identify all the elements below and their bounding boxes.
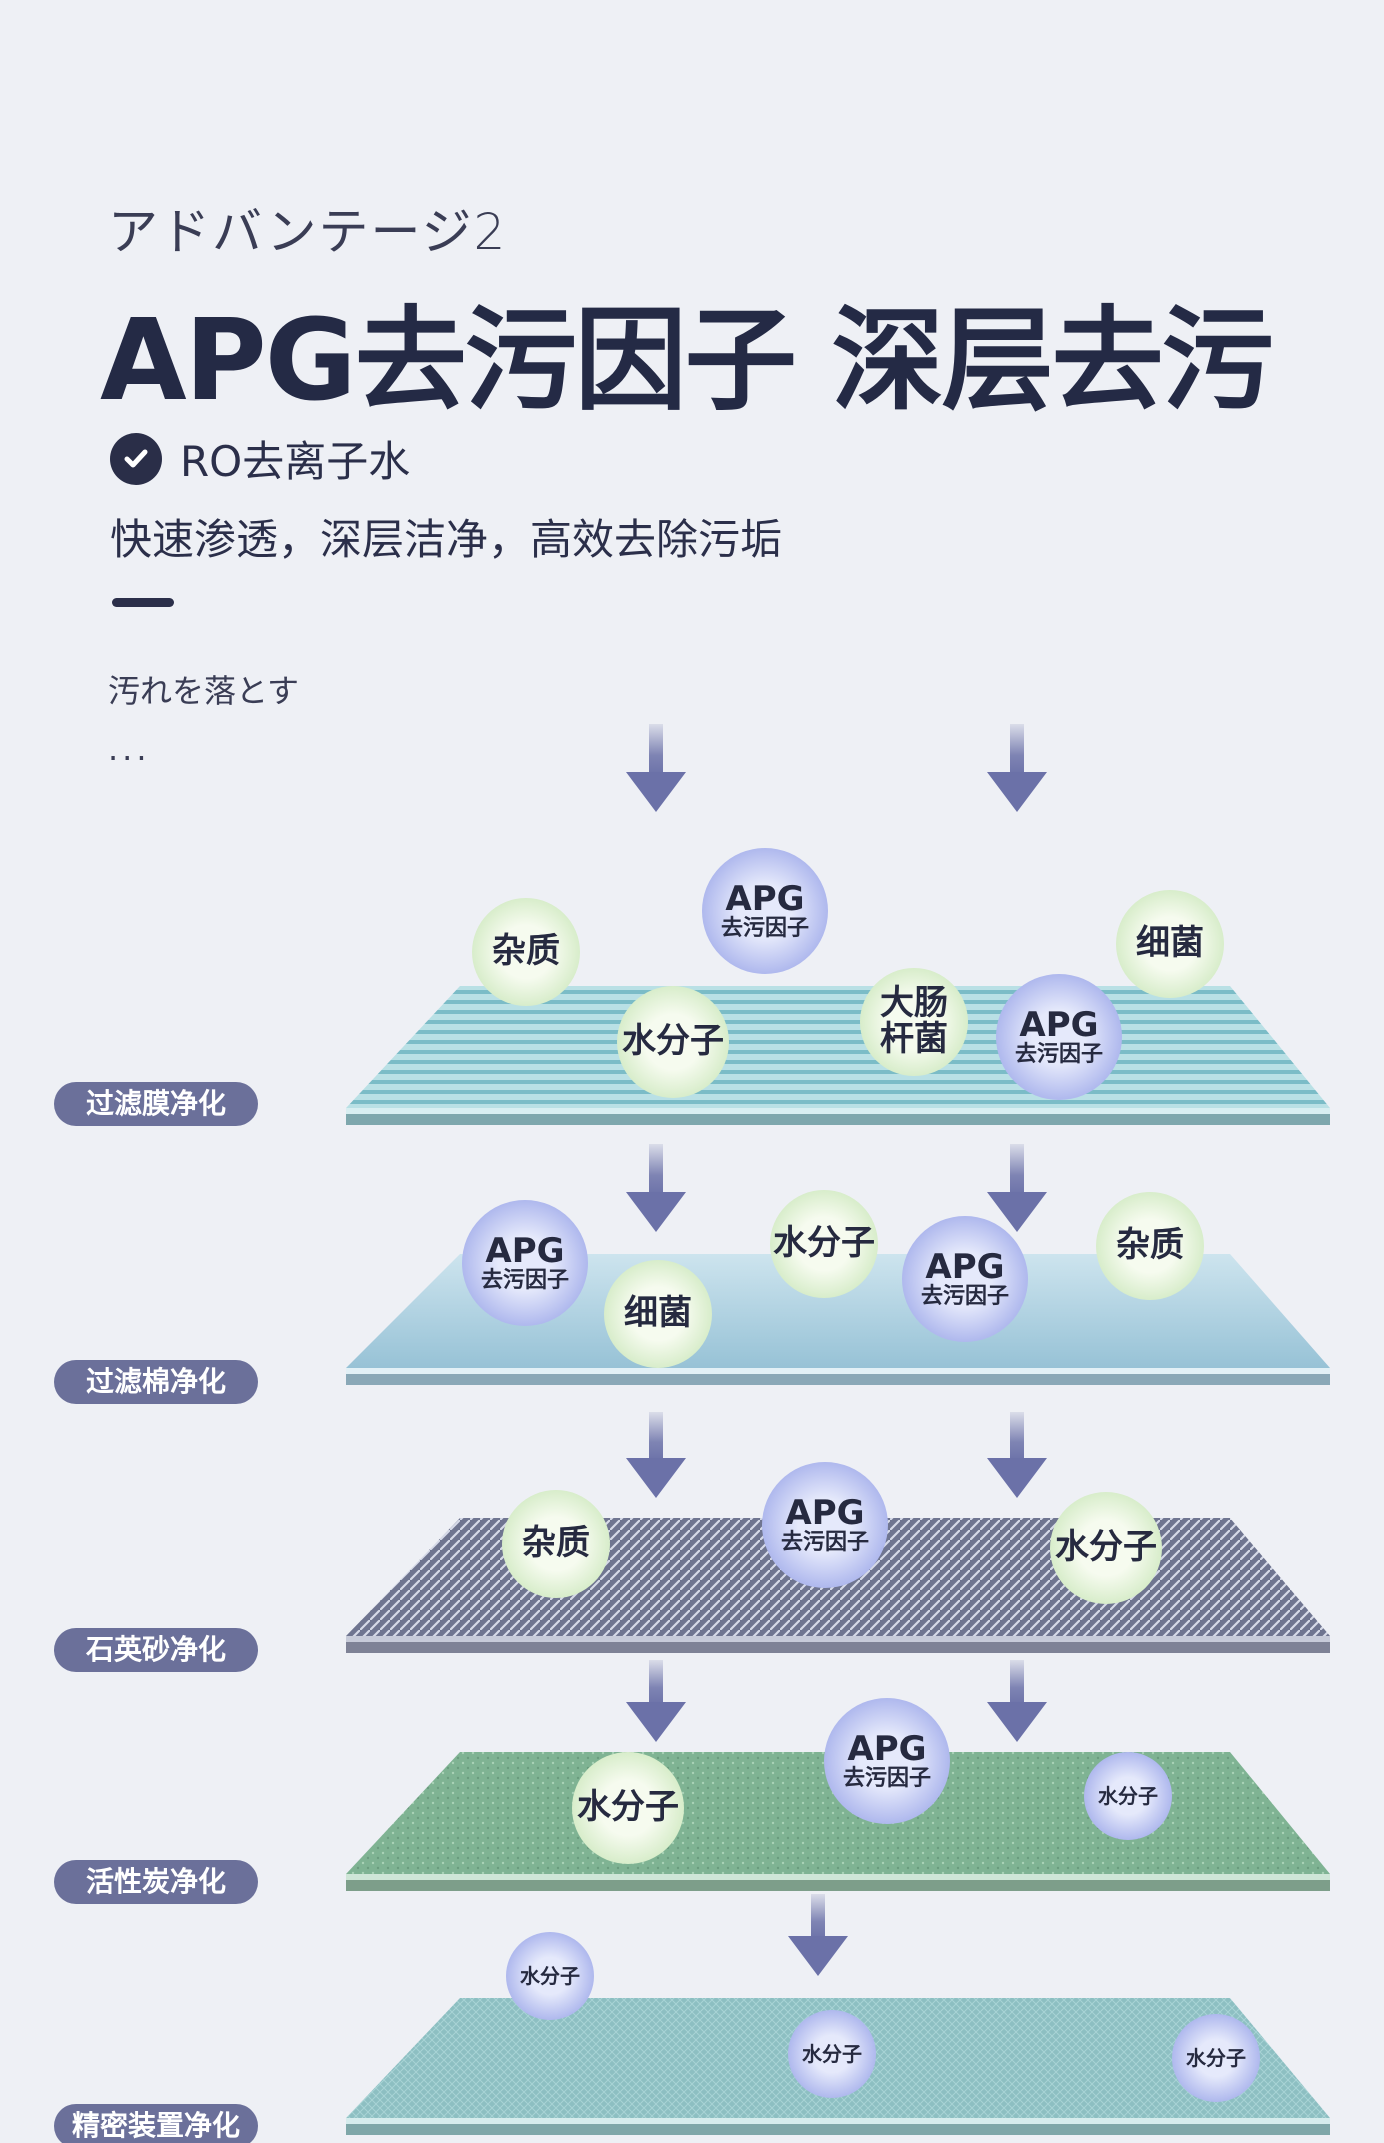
particle-label: APG: [925, 1246, 1005, 1287]
layer-cotton: [346, 1254, 1330, 1385]
feature-label: RO去离子水: [180, 437, 411, 486]
down-arrow-icon: [987, 724, 1047, 812]
bacteria-particle: 细菌: [604, 1260, 712, 1368]
impurity-particle: 杂质: [1096, 1192, 1204, 1300]
particle-label: APG: [1019, 1004, 1099, 1045]
check-circle-icon: [110, 432, 162, 485]
particle-label: 杂质: [1116, 1225, 1184, 1266]
water-molecule-particle: 水分子: [1084, 1752, 1172, 1840]
water-molecule-particle: 水分子: [506, 1932, 594, 2020]
particle-label: 水分子: [773, 1223, 875, 1264]
bacteria-particle: 细菌: [1116, 890, 1224, 998]
particle-label: 水分子: [520, 1963, 580, 1988]
particle-sublabel: 去污因子: [480, 1268, 569, 1294]
impurity-particle: 杂质: [472, 898, 580, 1006]
particle-label: 杆菌: [880, 1019, 948, 1059]
particle-label: 水分子: [1055, 1527, 1157, 1568]
down-arrow-icon: [626, 1660, 686, 1742]
ecoli-particle: 大肠杆菌: [860, 968, 968, 1076]
down-arrow-icon: [626, 1144, 686, 1232]
particle-label: APG: [485, 1230, 565, 1271]
particle-label: 水分子: [1186, 2045, 1246, 2070]
particle-label: 细菌: [1136, 923, 1204, 964]
section-eyebrow: アドバンテージ2: [108, 203, 508, 261]
down-arrow-icon: [987, 1660, 1047, 1742]
particle-label: 杂质: [522, 1523, 590, 1564]
down-arrow-icon: [788, 1894, 848, 1976]
particle-sublabel: 去污因子: [1014, 1042, 1103, 1068]
down-arrow-icon: [987, 1144, 1047, 1232]
particle-label: 大肠: [880, 983, 948, 1024]
particle-label: APG: [785, 1492, 865, 1533]
stage-label-quartz-sand: 石英砂净化: [54, 1628, 258, 1672]
particle-label: 水分子: [622, 1021, 724, 1062]
stage-label-membrane: 过滤膜净化: [54, 1082, 258, 1126]
particle-sublabel: 去污因子: [720, 916, 809, 942]
water-molecule-particle: 水分子: [572, 1752, 684, 1864]
flow-arrows: [626, 724, 1047, 1976]
down-arrow-icon: [987, 1412, 1047, 1498]
water-molecule-particle: 水分子: [1172, 2014, 1260, 2102]
divider: [112, 598, 174, 607]
water-molecule-particle: 水分子: [770, 1190, 878, 1298]
feature-description: 快速渗透，深层洁净，高效去除污垢: [110, 515, 783, 564]
particle-sublabel: 去污因子: [780, 1530, 869, 1556]
particle-label: 细菌: [624, 1293, 692, 1334]
down-arrow-icon: [626, 724, 686, 812]
impurity-particle: 杂质: [502, 1490, 610, 1598]
particle-label: 水分子: [577, 1787, 679, 1828]
page-title: APG去污因子 深层去污: [100, 296, 1274, 426]
stage-label-activated-carbon: 活性炭净化: [54, 1860, 258, 1904]
down-arrow-icon: [626, 1412, 686, 1498]
particle-sublabel: 去污因子: [842, 1766, 931, 1792]
particle-label: APG: [725, 878, 805, 919]
stage-label-precision: 精密装置净化: [54, 2104, 258, 2143]
side-note-line: 汚れを落とす: [108, 672, 300, 710]
side-note-ellipsis: ...: [108, 730, 151, 768]
particle-sublabel: 去污因子: [920, 1284, 1009, 1310]
side-note: 汚れを落とす ...: [108, 662, 299, 778]
water-molecule-particle: 水分子: [788, 2010, 876, 2098]
water-molecule-particle: 水分子: [1050, 1492, 1162, 1604]
particle-label: 水分子: [1098, 1783, 1158, 1808]
particle-label: 杂质: [492, 931, 560, 972]
stage-label-cotton: 过滤棉净化: [54, 1360, 258, 1404]
feature-item: RO去离子水: [110, 428, 410, 489]
particle-label: 水分子: [802, 2041, 862, 2066]
particle-label: APG: [847, 1728, 927, 1769]
water-molecule-particle: 水分子: [617, 986, 729, 1098]
layer-membrane: [346, 986, 1330, 1125]
